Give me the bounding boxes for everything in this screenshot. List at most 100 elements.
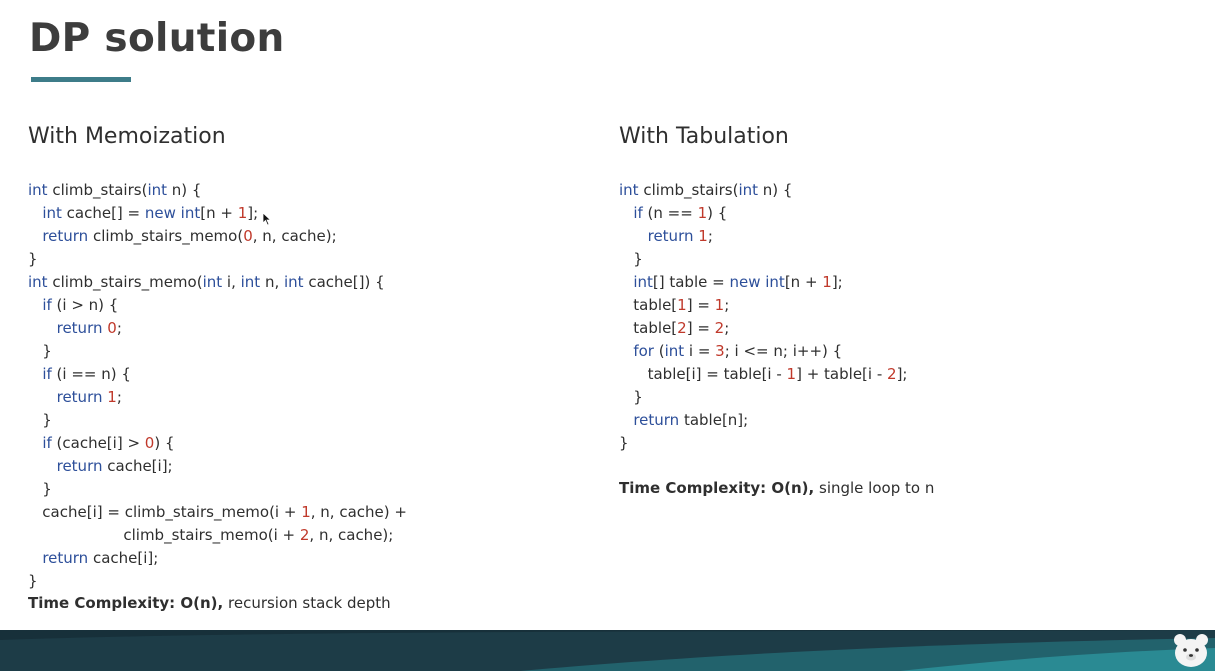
code-line: } [28,478,407,501]
code-text [28,549,42,567]
code-text [28,227,42,245]
code-keyword: if [42,434,52,452]
code-keyword: return [42,227,89,245]
code-line: } [619,248,907,271]
code-text: cache[i] = climb_stairs_memo(i + [28,503,302,521]
code-text: } [619,434,629,452]
code-number: 0 [107,319,117,337]
code-line: for (int i = 3; i <= n; i++) { [619,340,907,363]
code-line: int climb_stairs(int n) { [619,179,907,202]
slide-title: DP solution [29,16,285,61]
complexity-label: Time Complexity: O(n), [28,594,224,612]
title-underline [31,77,131,82]
code-line: table[i] = table[i - 1] + table[i - 2]; [619,363,908,386]
code-number: 2 [887,365,897,383]
code-text: , n, cache); [309,526,394,544]
code-number: 1 [301,503,311,521]
code-text [28,457,57,475]
code-line: if (i == n) { [28,363,407,386]
code-number: 1 [697,204,708,222]
code-text: i, [222,273,241,291]
code-text: } [28,572,38,590]
code-number: 1 [698,227,708,245]
code-line: return table[n]; [619,409,907,432]
code-text: , n, cache); [252,227,337,245]
code-text [619,411,633,429]
code-line: table[1] = 1; [619,294,907,317]
tabulation-heading: With Tabulation [619,124,789,149]
code-text: ]; [831,273,843,291]
code-line: } [28,340,407,363]
bear-logo-icon [1174,634,1208,667]
code-text [28,319,57,337]
code-text: (n == [642,204,698,222]
code-number: 1 [786,365,797,383]
memoization-complexity: Time Complexity: O(n), recursion stack d… [28,594,391,612]
tabulation-complexity: Time Complexity: O(n), single loop to n [619,479,934,497]
code-keyword: int [42,204,62,222]
code-line: } [619,386,907,409]
code-text [28,388,57,406]
code-text: table[ [619,319,678,337]
code-line: } [28,248,407,271]
code-line: if (i > n) { [28,294,407,317]
code-text [28,296,42,314]
mouse-pointer-icon [262,212,272,226]
code-line: return cache[i]; [28,455,407,478]
code-text: , n, cache) + [310,503,407,521]
code-keyword: int [738,181,758,199]
code-text: climb_stairs_memo(i + [28,526,300,544]
code-keyword: if [633,204,643,222]
code-number: 2 [677,319,687,337]
code-line: } [28,570,407,593]
code-keyword: return [56,388,103,406]
code-line: int climb_stairs_memo(int i, int n, int … [28,271,407,294]
code-keyword: int [28,181,48,199]
footer-wave-graphic [0,630,1215,671]
slide-footer-band [0,630,1215,671]
code-keyword: int [180,204,201,222]
code-number: 0 [243,227,253,245]
code-text [28,365,42,383]
code-text: ( [653,342,665,360]
code-text [619,342,633,360]
code-line: return 1; [619,225,907,248]
code-number: 1 [237,204,248,222]
code-text: cache[]) { [303,273,385,291]
code-text: [n + [784,273,823,291]
code-keyword: int [633,273,653,291]
code-text: } [619,388,643,406]
code-keyword: return [633,411,680,429]
code-line: } [619,432,907,455]
code-text: (i == n) { [51,365,131,383]
code-line: if (cache[i] > 0) { [28,432,407,455]
complexity-note: recursion stack depth [223,594,391,612]
code-text: } [619,250,643,268]
memoization-heading: With Memoization [28,124,226,149]
code-text [28,434,42,452]
code-keyword: int [664,342,685,360]
code-keyword: return [56,457,103,475]
code-line: cache[i] = climb_stairs_memo(i + 1, n, c… [28,501,407,524]
code-text: ]; [247,204,259,222]
code-text: ] = [686,319,715,337]
code-keyword: int [284,273,304,291]
code-text: ) { [707,204,728,222]
code-text: ) { [154,434,175,452]
code-text: ; [707,227,713,245]
code-keyword: for [633,342,654,360]
code-text: (i > n) { [51,296,119,314]
code-keyword: if [42,296,52,314]
code-line: if (n == 1) { [619,202,907,225]
code-text: ; [724,319,730,337]
code-text: ; [116,319,122,337]
code-text: } [28,480,52,498]
code-number: 1 [714,296,725,314]
code-text: cache[i]; [88,549,159,567]
code-line: climb_stairs_memo(i + 2, n, cache); [28,524,407,547]
code-text: table[i] = table[i - [619,365,787,383]
code-keyword: return [647,227,694,245]
code-keyword: return [56,319,103,337]
code-number: 2 [299,526,310,544]
code-line: return 1; [28,386,407,409]
